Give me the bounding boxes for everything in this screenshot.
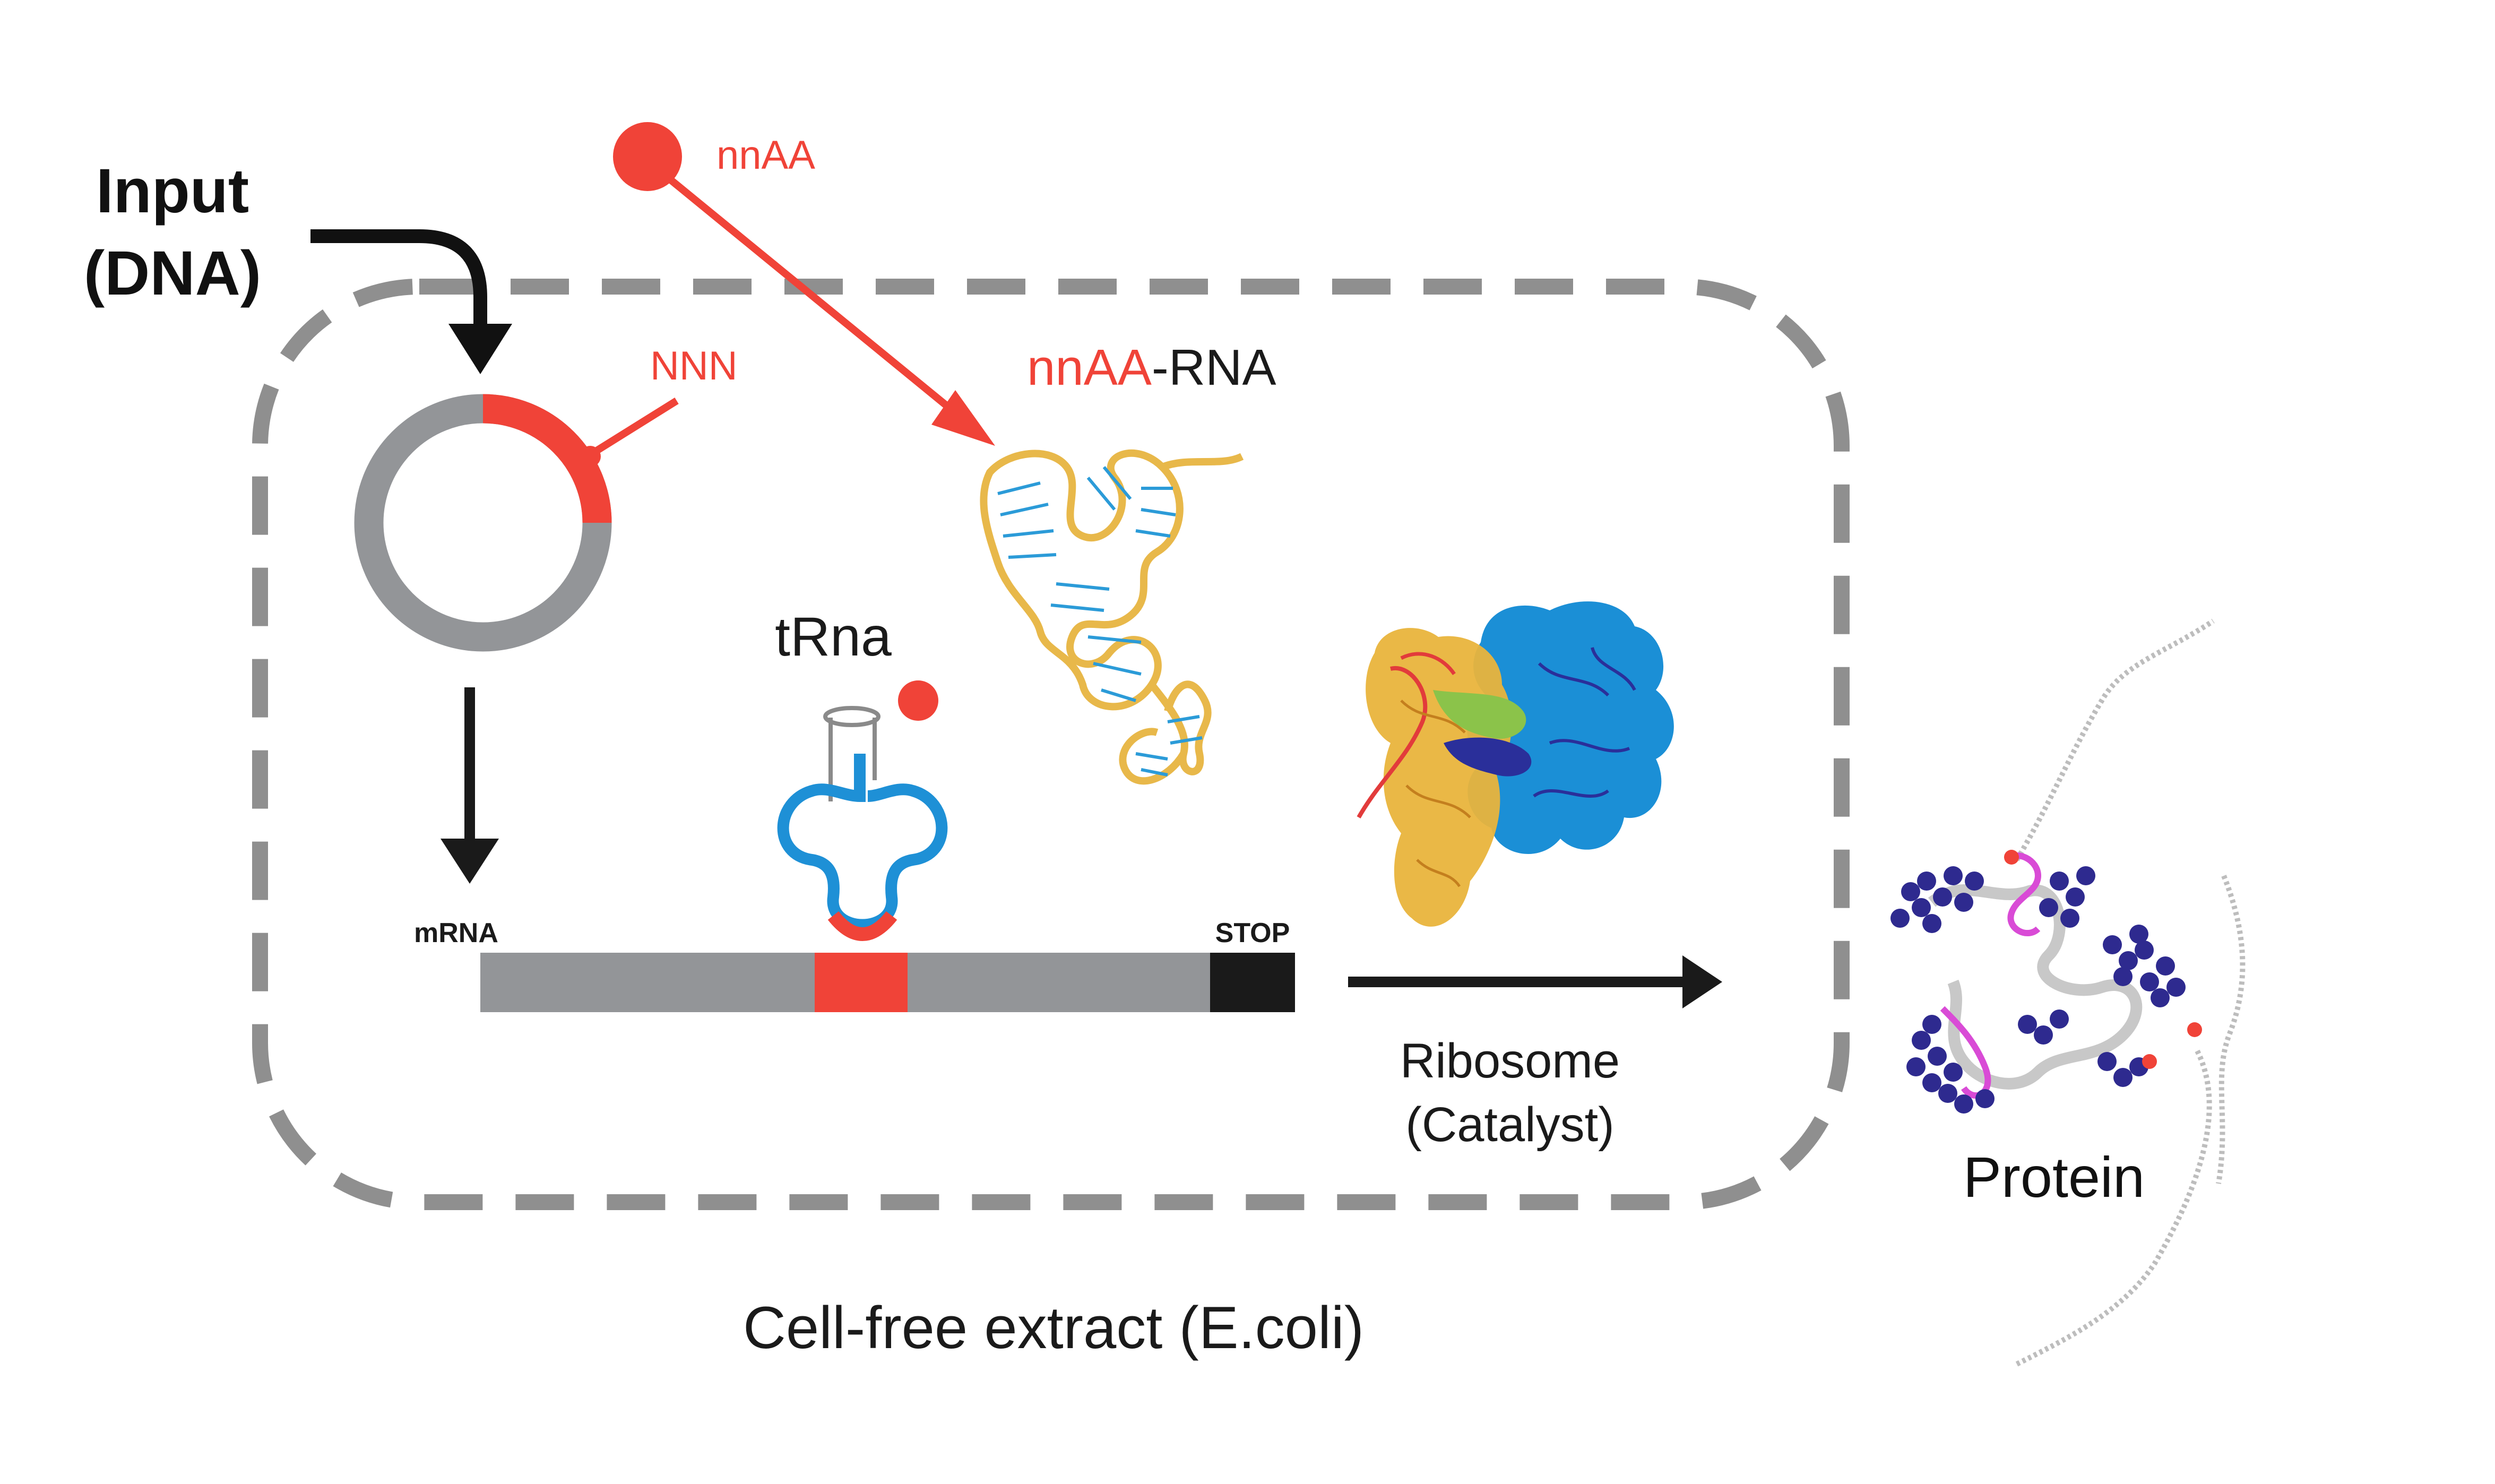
ribosome bbox=[1357, 601, 1674, 927]
plasmid-nnn-segment bbox=[482, 394, 612, 523]
nnn-label: NNN bbox=[650, 343, 738, 389]
protein-label: Protein bbox=[1963, 1145, 2145, 1209]
input-label-line1: Input bbox=[96, 156, 249, 226]
ribosome-large-subunit bbox=[1467, 601, 1674, 854]
trna-amino-acid bbox=[898, 680, 938, 721]
translation-arrow bbox=[1348, 955, 1722, 1008]
trna-anticodon bbox=[827, 911, 897, 941]
stop-codon bbox=[1210, 953, 1295, 1012]
input-arrow bbox=[310, 229, 512, 374]
stop-label: STOP bbox=[1215, 918, 1290, 948]
transcription-arrow bbox=[441, 687, 499, 884]
ribosome-label-line1: Ribosome bbox=[1400, 1034, 1620, 1088]
nnaa-rna-label-black: -RNA bbox=[1152, 339, 1276, 396]
trna-molecule bbox=[777, 680, 948, 941]
nnaa-rna-label: nnAA-RNA bbox=[1027, 339, 1276, 396]
input-label-line2: (DNA) bbox=[84, 238, 261, 308]
plasmid-dna bbox=[354, 394, 679, 652]
nnaa-molecule bbox=[613, 122, 995, 446]
nnaa-rna-structure bbox=[980, 449, 1244, 785]
ribosome-label-line2: (Catalyst) bbox=[1405, 1098, 1615, 1152]
mrna-label: mRNA bbox=[414, 918, 498, 948]
mrna-codon bbox=[815, 953, 908, 1012]
protein-structure bbox=[1890, 618, 2246, 1367]
mrna-strand bbox=[480, 953, 1295, 1012]
cell-free-extract-label: Cell-free extract (E.coli) bbox=[743, 1295, 1364, 1361]
nnaa-label: nnAA bbox=[716, 133, 815, 178]
trna-label: tRna bbox=[775, 606, 892, 668]
nnaa-rna-label-red: nnAA bbox=[1027, 339, 1152, 396]
